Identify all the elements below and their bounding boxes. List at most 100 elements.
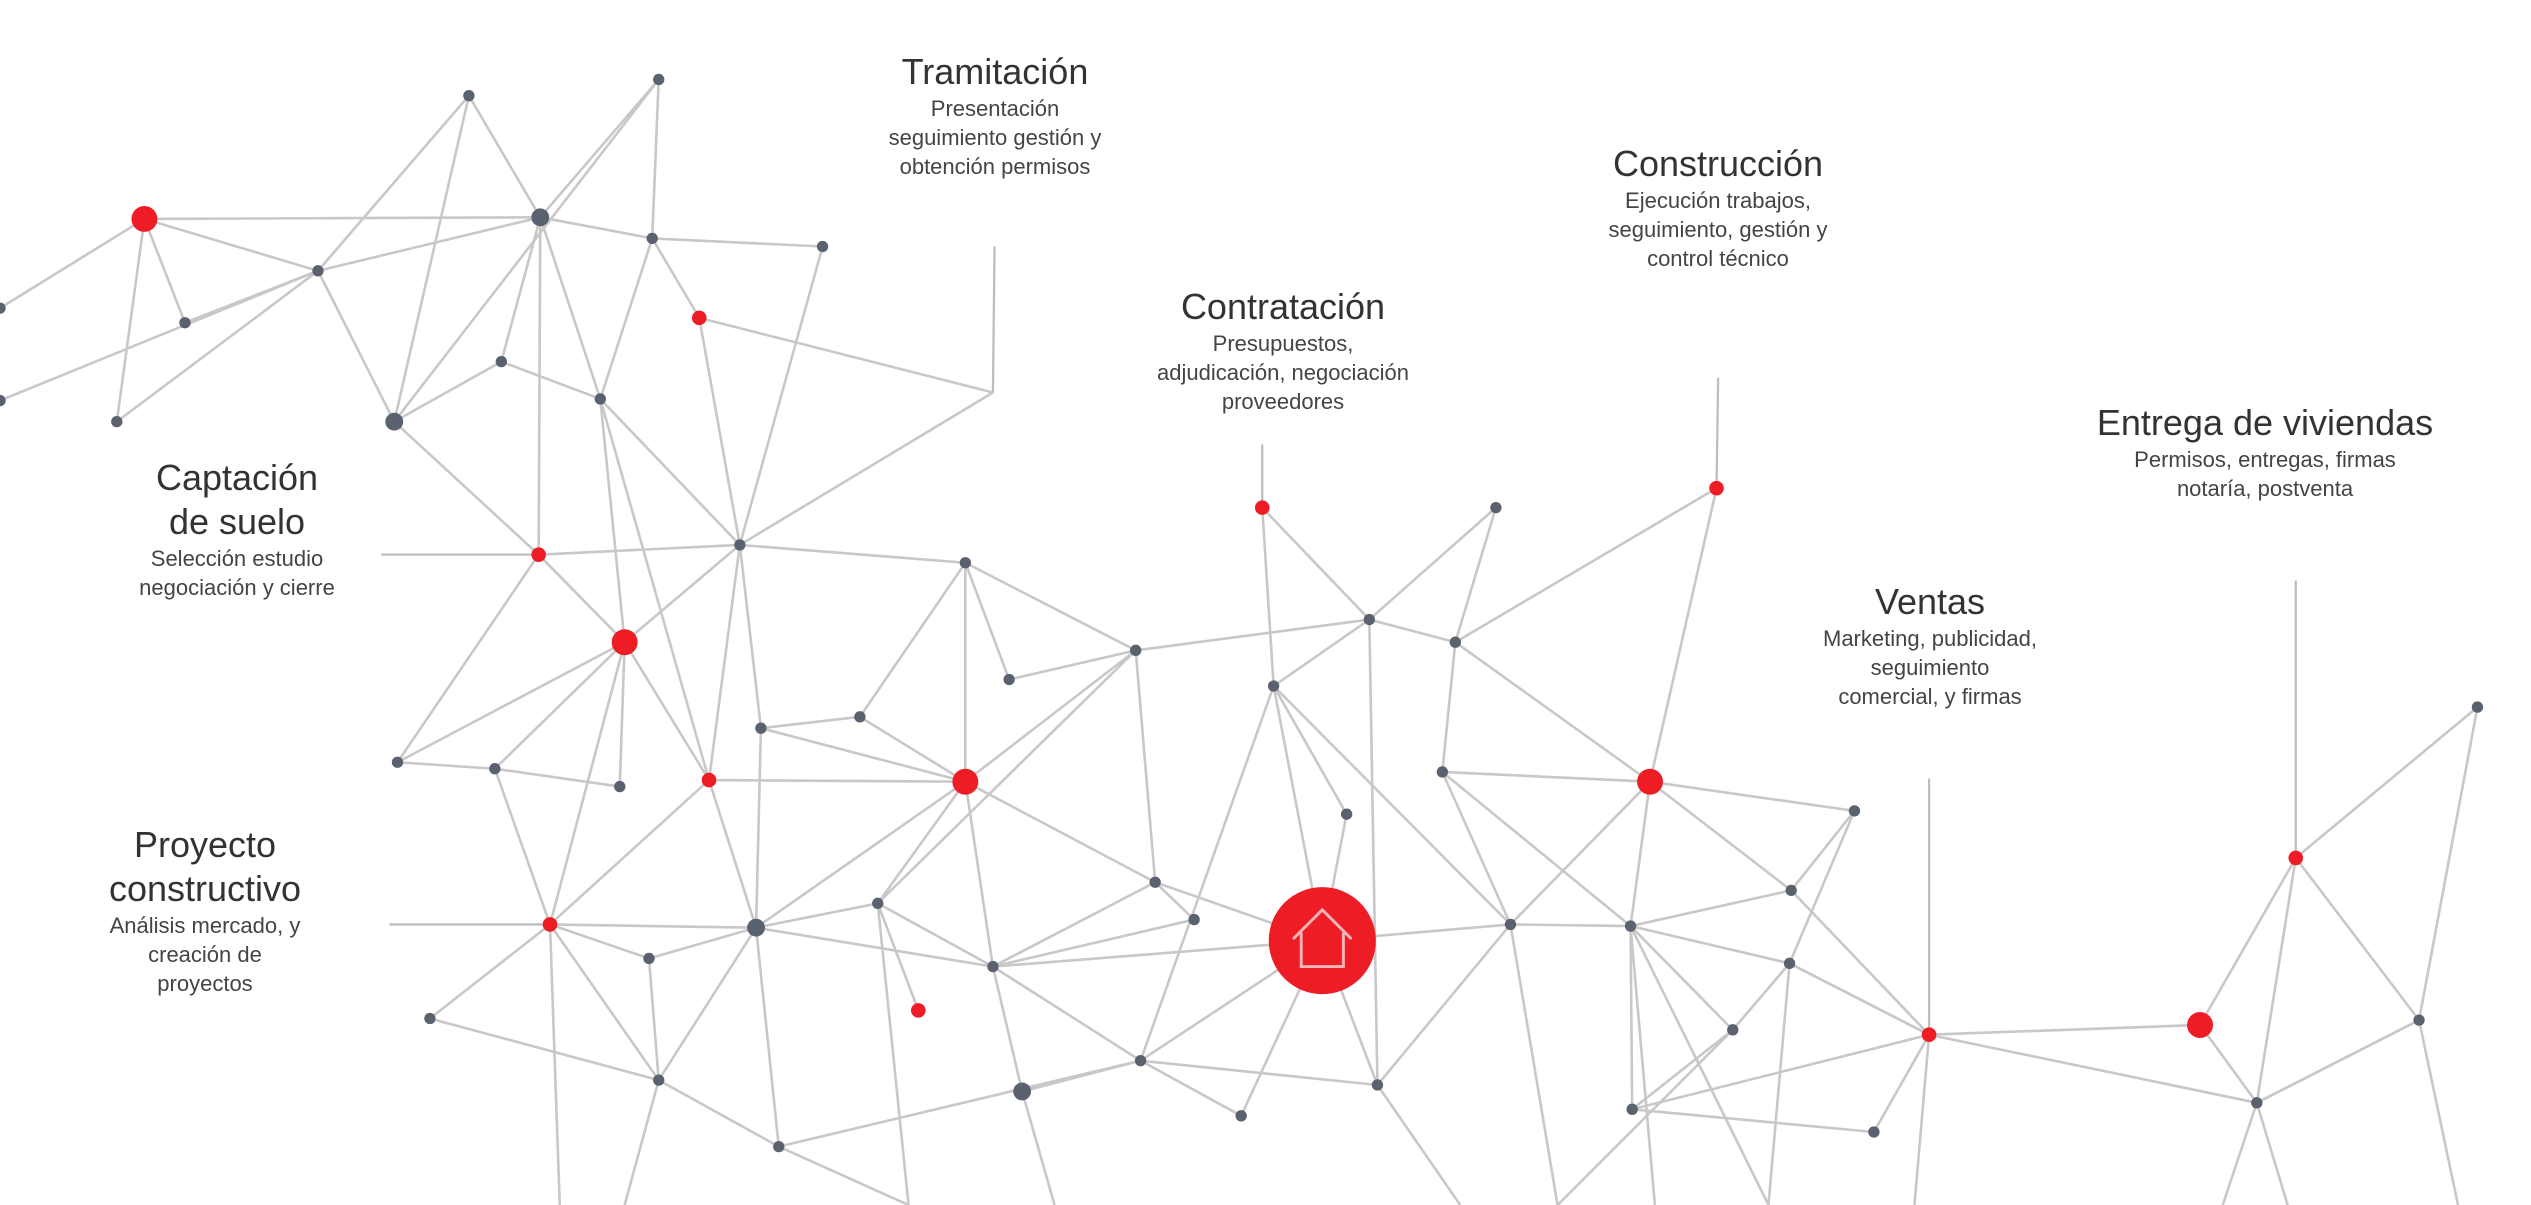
- network-edge: [1631, 1033, 1930, 1111]
- network-edge: [2417, 1019, 2460, 1205]
- network-node: [1868, 1126, 1880, 1138]
- stage-desc: negociación y cierre: [139, 575, 335, 600]
- stage-title: Tramitación: [901, 51, 1089, 92]
- network-edge: [1648, 487, 1718, 782]
- network-edge: [1272, 618, 1371, 688]
- stage-title: Ventas: [1874, 581, 1986, 622]
- network-node: [959, 557, 972, 569]
- network-edge: [1629, 925, 1734, 1031]
- network-edge: [1788, 962, 1930, 1036]
- network-node: [1134, 1054, 1147, 1067]
- stage-node: [531, 547, 546, 562]
- network-node: [614, 780, 626, 793]
- network-edge: [1509, 924, 1559, 1205]
- network-edge: [1629, 925, 1657, 1205]
- network-edge: [144, 216, 541, 221]
- network-edge: [1629, 926, 1634, 1110]
- network-edge: [1441, 770, 1632, 928]
- stage-desc: adjudicación, negociación: [1157, 360, 1409, 385]
- stage-desc: Permisos, entregas, firmas: [2134, 447, 2396, 472]
- network-edge: [539, 216, 602, 400]
- network-edge: [1629, 925, 1770, 1205]
- stage-desc: Marketing, publicidad,: [1822, 626, 2038, 651]
- network-edge: [1139, 685, 1275, 1062]
- network-node: [424, 1012, 436, 1025]
- network-edge: [755, 926, 994, 968]
- network-edge: [537, 553, 626, 644]
- network-edge: [1649, 780, 1855, 813]
- network-edge: [1928, 1033, 2258, 1105]
- network-edge: [1631, 1028, 1734, 1111]
- network-edge: [1630, 924, 1790, 965]
- network-node: [653, 1074, 665, 1086]
- network-edge: [754, 728, 763, 928]
- stage-title: Entrega de viviendas: [2096, 402, 2434, 443]
- network-node: [594, 393, 606, 405]
- network-edge: [2255, 1102, 2289, 1205]
- network-node: [1848, 805, 1861, 817]
- network-edge: [623, 1079, 660, 1205]
- network-edge: [396, 641, 626, 764]
- network-edge: [2417, 706, 2479, 1021]
- network-edge: [549, 779, 710, 926]
- network-node: [1149, 876, 1161, 888]
- network-node: [854, 711, 866, 723]
- stage-desc: seguimiento: [1870, 655, 1990, 680]
- network-edge: [1767, 963, 1791, 1205]
- network-edge: [651, 237, 701, 319]
- stage-node: [691, 310, 707, 326]
- network-edge: [317, 94, 470, 272]
- network-node: [489, 763, 501, 775]
- network-node: [653, 73, 665, 86]
- stage-desc: seguimiento gestión y: [888, 125, 1102, 150]
- stage-construccion: Construcción Ejecución trabajos, seguimi…: [1609, 142, 1828, 273]
- stage-node: [910, 1003, 926, 1018]
- home-icon: [1292, 907, 1353, 969]
- network-edge: [393, 420, 540, 556]
- network-edge: [2294, 857, 2421, 1021]
- network-edge: [1272, 685, 1348, 815]
- network-edge: [2198, 1024, 2258, 1104]
- network-edge: [739, 543, 966, 565]
- stage-title: Construcción: [1612, 143, 1824, 184]
- network-edge: [549, 923, 757, 929]
- network-edge: [500, 216, 542, 362]
- network-node: [1267, 680, 1280, 692]
- network-node: [312, 265, 324, 277]
- network-node: [1783, 957, 1796, 970]
- network-node: [1371, 1079, 1384, 1091]
- milestone-node: [611, 629, 638, 656]
- stage-captacion: Captación de suelo Selección estudio neg…: [139, 456, 335, 602]
- stage-desc: Selección estudio: [150, 546, 324, 571]
- network-node: [1626, 1103, 1638, 1115]
- network-edge: [657, 926, 758, 1081]
- milestone-node: [952, 768, 979, 795]
- network-edge: [876, 903, 910, 1205]
- network-edge: [964, 561, 1137, 652]
- network-edge: [1020, 1091, 1056, 1205]
- network-edge: [599, 238, 654, 400]
- network-edge: [707, 779, 758, 929]
- network-edge: [2198, 857, 2297, 1026]
- network-edge: [1441, 642, 1457, 773]
- network-node: [495, 355, 508, 368]
- network-edge: [708, 778, 966, 784]
- network-node: [0, 394, 6, 407]
- network-edge: [599, 398, 741, 546]
- network-edge: [1790, 889, 1931, 1036]
- leader-line: [991, 246, 996, 393]
- network-edge: [467, 95, 542, 218]
- network-edge: [1261, 506, 1371, 621]
- network-node: [1003, 673, 1015, 686]
- network-edge: [396, 553, 540, 763]
- network-edge: [429, 1017, 660, 1082]
- home-node: [1268, 887, 1376, 995]
- network-edge: [392, 95, 471, 422]
- network-edge: [707, 544, 742, 781]
- network-edge: [858, 562, 967, 718]
- network-edge: [964, 562, 1011, 680]
- network-node: [734, 539, 746, 551]
- network-edge: [877, 902, 994, 968]
- network-edge: [1441, 771, 1512, 925]
- network-edge: [539, 78, 660, 219]
